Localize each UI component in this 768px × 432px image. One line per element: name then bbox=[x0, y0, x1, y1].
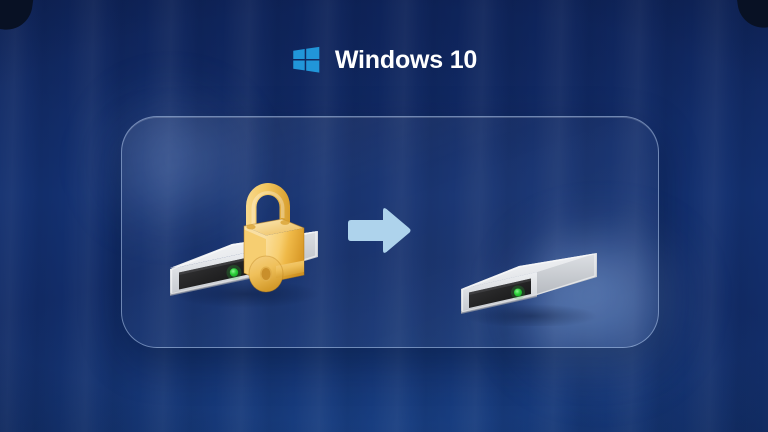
page-title: Windows 10 bbox=[334, 45, 478, 74]
windows-logo-icon bbox=[291, 45, 321, 75]
glass-panel bbox=[121, 116, 659, 348]
header: Windows 10 bbox=[0, 45, 768, 75]
